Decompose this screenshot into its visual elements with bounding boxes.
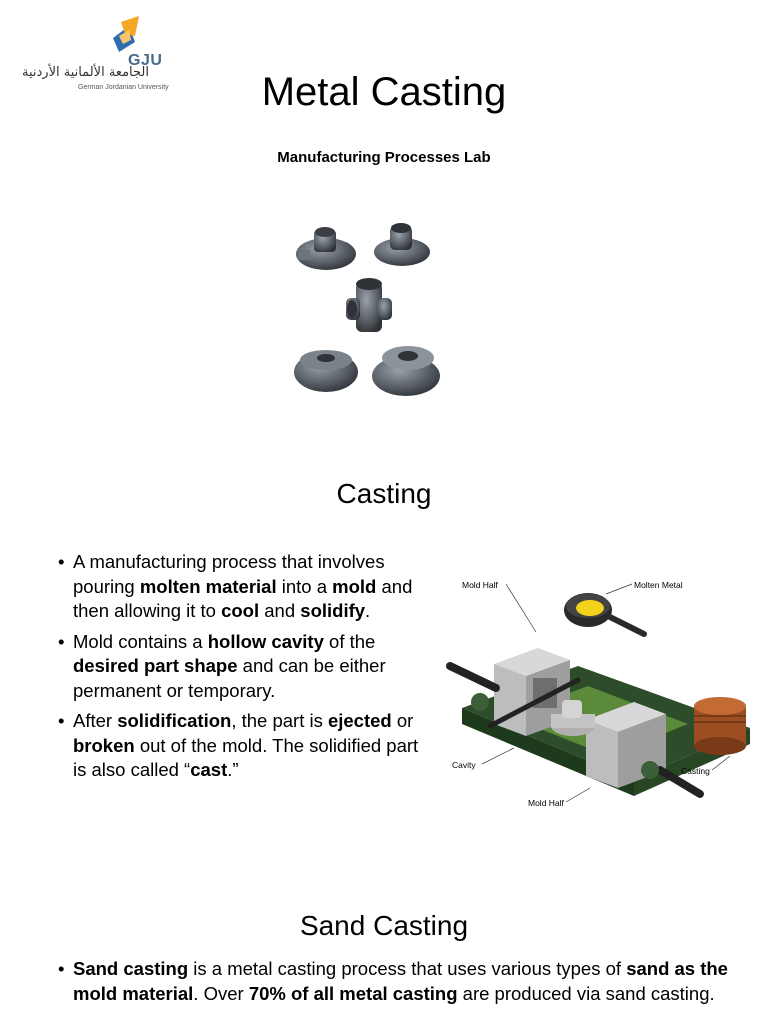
slide-title: Metal Casting xyxy=(261,70,507,114)
text-run: , the part is xyxy=(231,710,328,731)
text-run: into a xyxy=(276,575,333,597)
text-run: .” xyxy=(227,759,239,780)
bold-text: mold xyxy=(332,575,377,597)
label-casting: Casting xyxy=(681,766,710,776)
logo-english-name: German Jordanian University xyxy=(78,84,169,91)
slide-sand-casting: Sand Casting Sand casting is a metal cas… xyxy=(0,864,768,1024)
text-run: and then allowing it to xyxy=(73,575,413,622)
slide-title: Sand Casting xyxy=(299,910,469,941)
label-mold-half-top: Mold Half xyxy=(462,580,499,590)
slide-subtitle: Manufacturing Processes Lab xyxy=(277,149,491,166)
gju-logo-mark-icon xyxy=(113,16,139,52)
casting-mold-diagram: Mold Half Molten Metal Cavity Casting Mo… xyxy=(446,580,750,808)
cast-part-icon xyxy=(294,350,358,392)
bold-text: ejected xyxy=(327,710,392,731)
cast-part-icon xyxy=(372,346,440,396)
ladle-icon xyxy=(564,593,647,637)
logo-abbr: GJU xyxy=(128,52,163,69)
bold-text: sand as the mold material xyxy=(73,958,728,1004)
slide-title: Casting xyxy=(336,478,432,509)
text-run: Mold contains a xyxy=(73,630,208,652)
bullet-item: After solidification, the part is ejecte… xyxy=(58,709,428,783)
text-run: A manufacturing process that involves po… xyxy=(73,551,385,597)
text-run: or xyxy=(391,710,414,731)
mold-half-back xyxy=(494,648,570,676)
bullet-item: A manufacturing process that involves po… xyxy=(58,550,428,624)
bold-text: 70% of all metal casting xyxy=(248,982,458,1004)
cast-part-icon xyxy=(346,278,392,332)
guide-rod xyxy=(446,662,500,692)
text-run: . Over xyxy=(193,982,249,1004)
molten-metal xyxy=(576,600,604,616)
gju-logo: GJU الجامعة الألمانية الأردنية German Jo… xyxy=(10,12,169,102)
bullet-list: A manufacturing process that involves po… xyxy=(58,550,428,789)
text-run: is a metal casting process that uses var… xyxy=(188,958,627,979)
mold-half-front xyxy=(586,702,666,732)
slide-metal-casting: GJU الجامعة الألمانية الأردنية German Jo… xyxy=(0,0,768,432)
guide-rod xyxy=(656,766,704,798)
text-run: out of the mold. The solidified part is … xyxy=(73,734,419,781)
bullet-item: Mold contains a hollow cavity of the des… xyxy=(58,630,428,704)
bold-text: molten material xyxy=(139,575,277,597)
text-run: After xyxy=(73,710,118,731)
label-mold-half-bottom: Mold Half xyxy=(528,798,565,808)
text-run: . xyxy=(365,600,371,621)
cast-part-icon xyxy=(296,227,356,270)
label-cavity: Cavity xyxy=(452,760,476,770)
cast-part-icon xyxy=(374,223,430,266)
label-molten-metal: Molten Metal xyxy=(634,580,683,590)
text-run: of the xyxy=(323,630,376,652)
text-run: and xyxy=(259,600,301,621)
bold-text: solidification xyxy=(117,710,232,731)
slide-casting: Casting A manufacturing process that inv… xyxy=(0,432,768,864)
cast-parts-image xyxy=(294,223,440,396)
casting-piston-icon xyxy=(694,697,746,755)
bold-text: cool xyxy=(221,600,260,621)
text-run: and can be either permanent or temporary… xyxy=(73,655,386,701)
bold-text: solidify xyxy=(300,600,366,621)
bold-text: broken xyxy=(73,734,135,756)
bold-text: desired part shape xyxy=(73,655,238,676)
text-run: are produced via sand casting. xyxy=(457,982,715,1004)
bold-text: Sand casting xyxy=(73,958,189,979)
bold-text: hollow cavity xyxy=(207,630,324,652)
bold-text: cast xyxy=(190,759,228,780)
bullet-item: Sand casting is a metal casting process … xyxy=(58,957,733,1006)
logo-arabic-name: الجامعة الألمانية الأردنية xyxy=(22,65,149,80)
